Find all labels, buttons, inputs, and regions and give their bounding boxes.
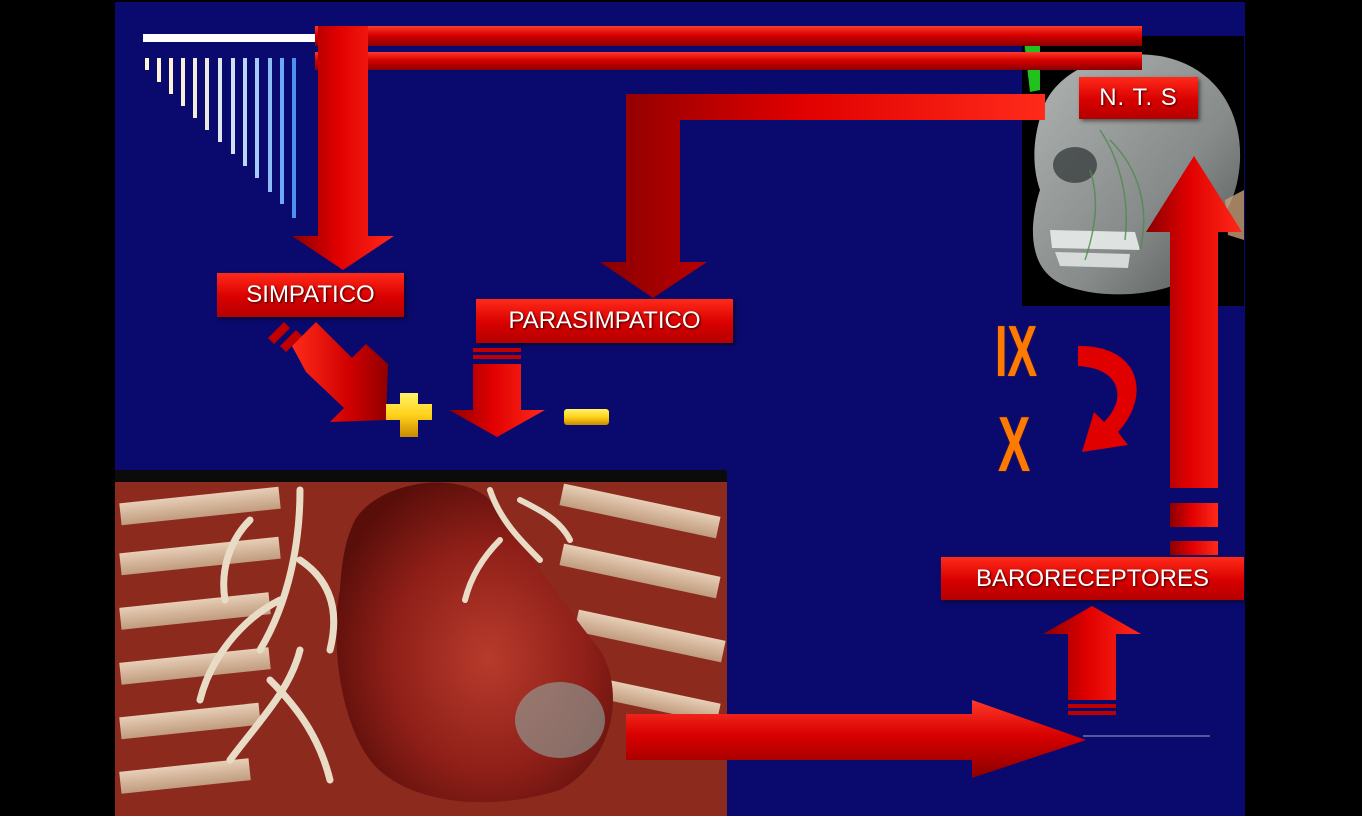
parasimpatico-text: PARASIMPATICO — [508, 307, 700, 335]
simpatico-text: SIMPATICO — [246, 281, 374, 309]
efferent-bar-top — [315, 26, 1142, 46]
efferent-bar-second — [315, 52, 1142, 70]
minus-sign — [564, 409, 609, 425]
thorax-heart-image — [115, 470, 727, 816]
simpatico-label: SIMPATICO — [217, 273, 404, 317]
nts-label: N. T. S — [1079, 77, 1198, 119]
nerve-ix-label: IX — [995, 316, 1037, 388]
baroreceptores-label: BARORECEPTORES — [941, 557, 1244, 600]
parasimpatico-label: PARASIMPATICO — [476, 299, 733, 343]
nerve-x-label: X — [998, 405, 1030, 483]
baroreceptores-text: BARORECEPTORES — [976, 565, 1209, 593]
nts-text: N. T. S — [1099, 84, 1178, 112]
